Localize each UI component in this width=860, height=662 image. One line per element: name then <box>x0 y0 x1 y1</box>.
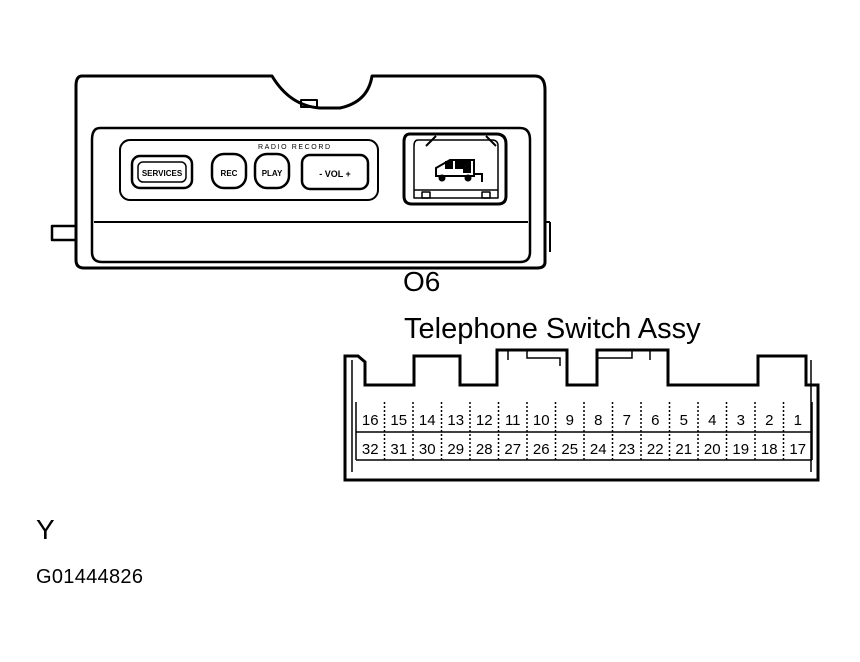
pin-22: 22 <box>647 441 664 458</box>
pin-5: 5 <box>680 412 688 429</box>
vol-button-outer <box>300 153 370 191</box>
switch-housing <box>74 74 547 270</box>
pin-27: 27 <box>504 441 521 458</box>
pin-23: 23 <box>618 441 635 458</box>
connector-name: Telephone Switch Assy <box>404 313 701 345</box>
pin-31: 31 <box>390 441 407 458</box>
pin-grid <box>355 402 813 461</box>
vehicle-phone-icon <box>435 159 483 182</box>
services-label: SERVICES <box>142 169 183 178</box>
pin-21: 21 <box>675 441 692 458</box>
pin-1: 1 <box>794 412 802 429</box>
rec-label: REC <box>221 169 238 178</box>
pin-16: 16 <box>362 412 379 429</box>
pin-15: 15 <box>390 412 407 429</box>
services-button-outer <box>130 154 194 190</box>
pin-7: 7 <box>623 412 631 429</box>
pin-19: 19 <box>732 441 749 458</box>
pin-17: 17 <box>789 441 806 458</box>
side-tab <box>50 224 76 242</box>
connector-shell <box>343 348 820 482</box>
pin-26: 26 <box>533 441 550 458</box>
pin-13: 13 <box>447 412 464 429</box>
pin-25: 25 <box>561 441 578 458</box>
pin-18: 18 <box>761 441 778 458</box>
pin-30: 30 <box>419 441 436 458</box>
pin-28: 28 <box>476 441 493 458</box>
pin-11: 11 <box>505 412 521 429</box>
pin-14: 14 <box>419 412 436 429</box>
pin-9: 9 <box>566 412 574 429</box>
pin-32: 32 <box>362 441 379 458</box>
pin-29: 29 <box>447 441 464 458</box>
telephone-window <box>402 132 508 206</box>
pin-24: 24 <box>590 441 607 458</box>
pin-4: 4 <box>708 412 716 429</box>
pin-12: 12 <box>476 412 493 429</box>
pin-10: 10 <box>533 412 550 429</box>
pin-6: 6 <box>651 412 659 429</box>
connector-id: O6 <box>403 266 441 297</box>
figure-code: G01444826 <box>36 566 144 588</box>
pin-2: 2 <box>765 412 773 429</box>
pin-20: 20 <box>704 441 721 458</box>
play-button-outer <box>253 152 291 190</box>
rec-button-outer <box>210 152 248 190</box>
pin-8: 8 <box>594 412 602 429</box>
switch-face-panel <box>90 126 532 264</box>
pin-3: 3 <box>737 412 745 429</box>
connector-color: Y <box>36 514 55 545</box>
play-label: PLAY <box>262 169 283 178</box>
top-slot <box>300 99 318 108</box>
vol-label: - VOL + <box>319 169 351 179</box>
radio-record-label: RADIO RECORD <box>258 144 332 151</box>
